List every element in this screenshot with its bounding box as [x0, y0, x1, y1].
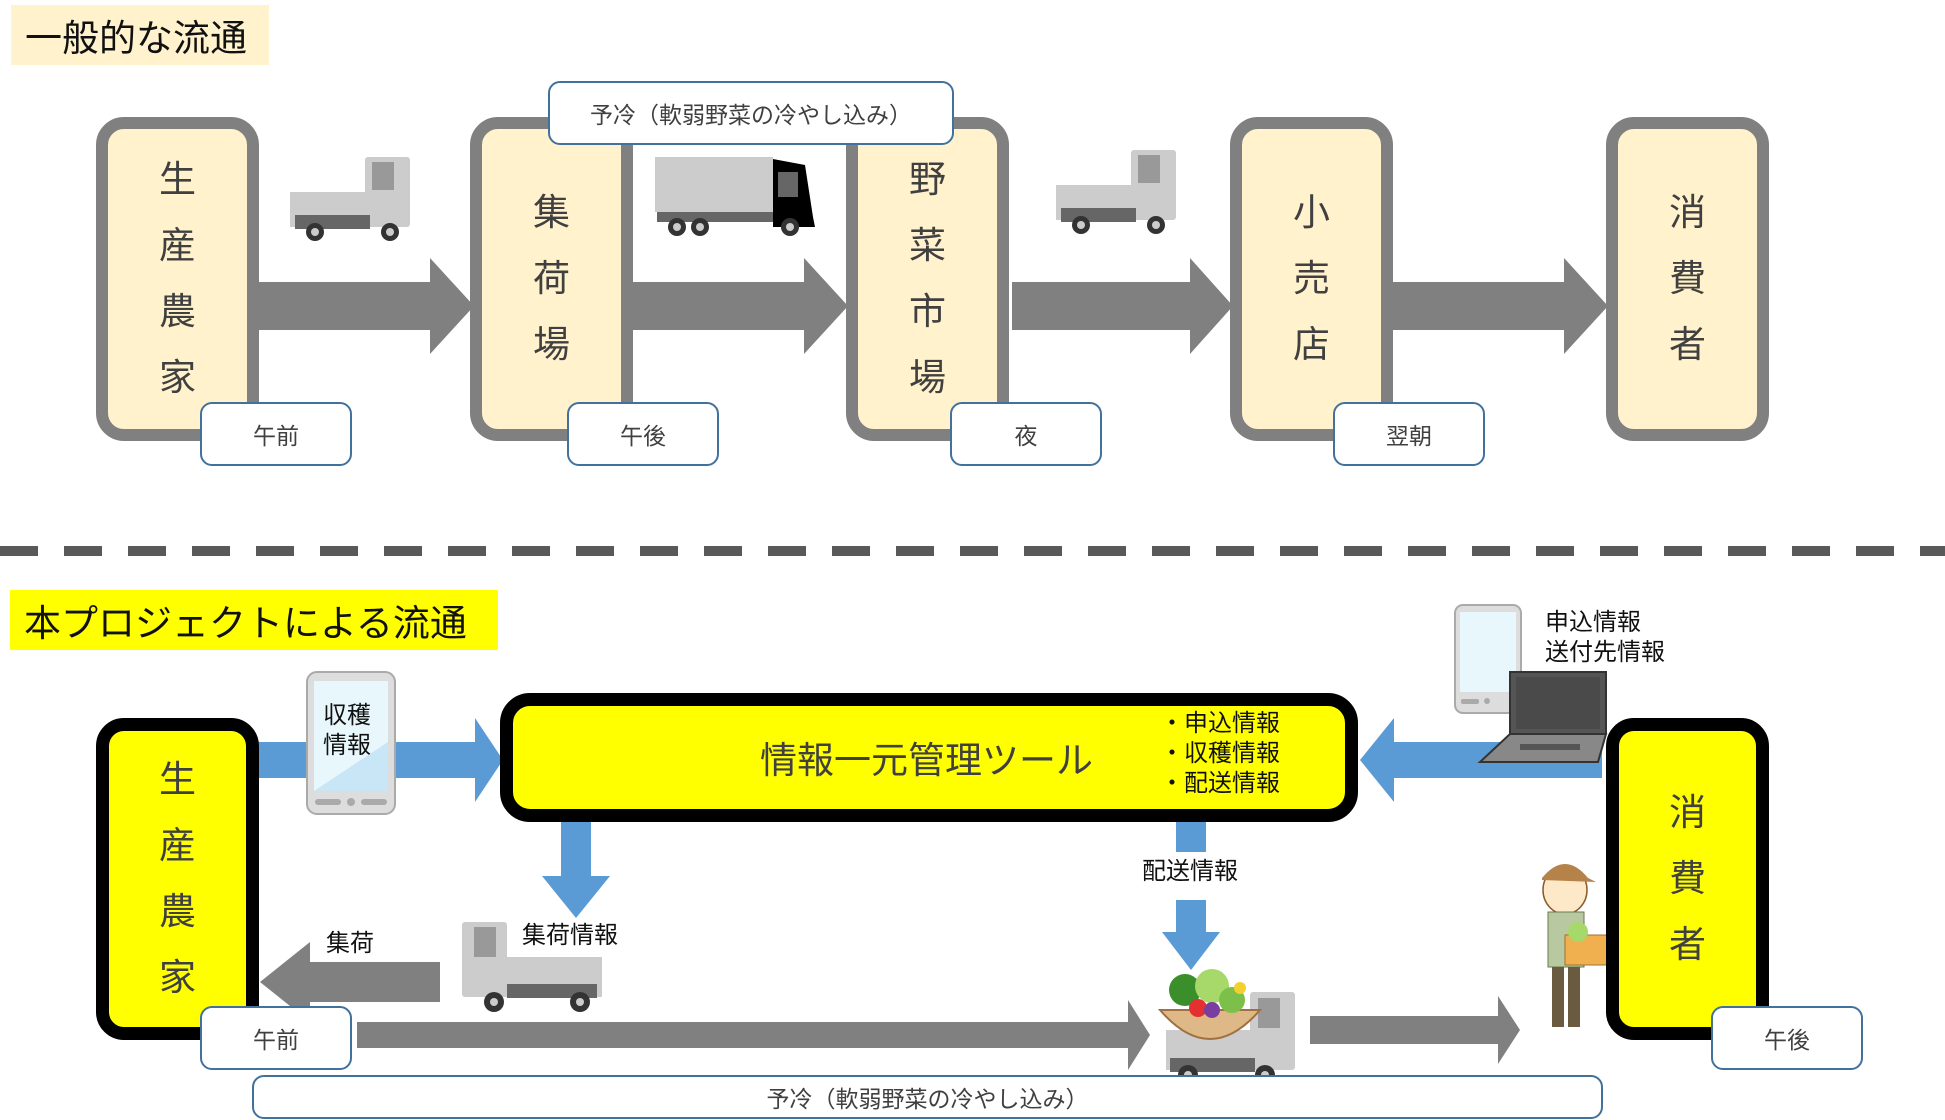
tool-item-order: ・申込情報 [1160, 709, 1280, 737]
node-char: 家 [159, 356, 196, 399]
node-char: 荷 [533, 257, 570, 300]
time-tag-pm-project: 午後 [1711, 1006, 1863, 1070]
node-char: 小 [1293, 191, 1330, 234]
precool-tag-project: 予冷（軟弱野菜の冷やし込み） [252, 1075, 1603, 1119]
smartphone-icon [306, 671, 396, 815]
node-char: 売 [1293, 257, 1330, 300]
node-char: 費 [1669, 857, 1706, 900]
node-char: 場 [909, 356, 946, 399]
info-management-tool-box [500, 693, 1358, 822]
tool-title: 情報一元管理ツール [760, 739, 1093, 782]
node-char: 農 [159, 890, 196, 933]
arrow-collection-to-market [632, 258, 848, 354]
harvest-info-line: 収穫 [323, 701, 371, 729]
tablet-icon [1454, 604, 1522, 714]
node-char: 産 [159, 824, 196, 867]
time-text: 午前 [253, 424, 299, 450]
light-truck-icon [1056, 150, 1176, 234]
arrow-tool-to-delivery-stem [1176, 822, 1206, 852]
precool-tag-general: 予冷（軟弱野菜の冷やし込み） [548, 81, 954, 145]
arrow-farm-to-collection [258, 258, 474, 354]
section-title-text: 一般的な流通 [25, 17, 247, 60]
arrow-retail-to-consumer [1393, 258, 1608, 354]
tool-item-harvest: ・収穫情報 [1160, 739, 1280, 767]
vegetable-delivery-truck-icon [1157, 969, 1295, 1085]
node-char: 農 [159, 290, 196, 333]
precool-text: 予冷（軟弱野菜の冷やし込み） [590, 103, 912, 129]
node-char: 者 [1669, 323, 1706, 366]
node-vegetable-market: 野 菜 市 場 [846, 117, 1009, 441]
pickup-label: 集荷 [326, 929, 374, 957]
node-char: 集 [533, 191, 570, 234]
time-tag-night: 夜 [950, 402, 1102, 466]
time-text: 夜 [1014, 424, 1038, 450]
large-truck-icon [655, 157, 815, 236]
arrow-tool-to-pickup [542, 822, 610, 918]
node-consumer-project: 消 費 者 [1606, 718, 1769, 1040]
arrow-truck-to-consumer [1310, 996, 1520, 1064]
node-producer-project: 生 産 農 家 [96, 718, 259, 1040]
node-char: 消 [1669, 791, 1706, 834]
time-tag-pm: 午後 [567, 402, 719, 466]
node-char: 生 [159, 758, 196, 801]
section-title-general: 一般的な流通 [11, 5, 269, 65]
general-arrows [258, 150, 1608, 354]
light-truck-icon [462, 922, 602, 1012]
node-char: 場 [533, 323, 570, 366]
arrow-farm-to-truck [357, 1000, 1150, 1070]
arrow-market-to-retail [1012, 258, 1233, 354]
node-char: 生 [159, 158, 196, 201]
order-info-label: 申込情報 送付先情報 [1545, 607, 1665, 667]
node-char: 産 [159, 224, 196, 267]
time-text: 午後 [620, 424, 666, 450]
time-text: 午後 [1764, 1028, 1810, 1054]
node-consumer: 消 費 者 [1606, 117, 1769, 441]
node-char: 家 [159, 956, 196, 999]
basket-icon [1157, 1009, 1263, 1040]
section-divider [0, 546, 1945, 556]
node-producer: 生 産 農 家 [96, 117, 259, 441]
node-char: 野 [909, 158, 946, 201]
node-char: 店 [1293, 323, 1330, 366]
precool-text: 予冷（軟弱野菜の冷やし込み） [766, 1087, 1089, 1113]
light-truck-icon [290, 157, 410, 241]
node-char: 費 [1669, 257, 1706, 300]
order-info-line: 申込情報 [1545, 608, 1641, 636]
pickup-info-label: 集荷情報 [522, 921, 618, 949]
harvest-info-line: 情報 [323, 731, 371, 759]
delivery-info-label: 配送情報 [1142, 857, 1238, 885]
laptop-icon [1477, 671, 1608, 763]
tool-info-list: ・申込情報 ・収穫情報 ・配送情報 [1160, 708, 1280, 798]
node-char: 消 [1669, 191, 1706, 234]
node-collection-center: 集 荷 場 [470, 117, 633, 441]
node-retail-store: 小 売 店 [1230, 117, 1393, 441]
time-text: 翌朝 [1386, 424, 1432, 450]
time-tag-am: 午前 [200, 402, 352, 466]
section-title-project: 本プロジェクトによる流通 [10, 590, 498, 650]
arrow-pickup-to-farm [260, 942, 440, 1022]
node-char: 菜 [909, 224, 946, 267]
order-info-line: 送付先情報 [1545, 638, 1665, 666]
node-char: 市 [909, 290, 946, 333]
project-arrows [258, 604, 1660, 1085]
arrow-delivery-to-truck [1162, 900, 1220, 970]
time-text: 午前 [253, 1028, 299, 1054]
section-title-text: 本プロジェクトによる流通 [24, 602, 467, 645]
harvest-info-label: 収穫 情報 [323, 700, 371, 760]
tool-item-delivery: ・配送情報 [1160, 769, 1280, 797]
time-tag-next-morning: 翌朝 [1333, 402, 1485, 466]
time-tag-am-project: 午前 [200, 1006, 352, 1070]
node-char: 者 [1669, 923, 1706, 966]
